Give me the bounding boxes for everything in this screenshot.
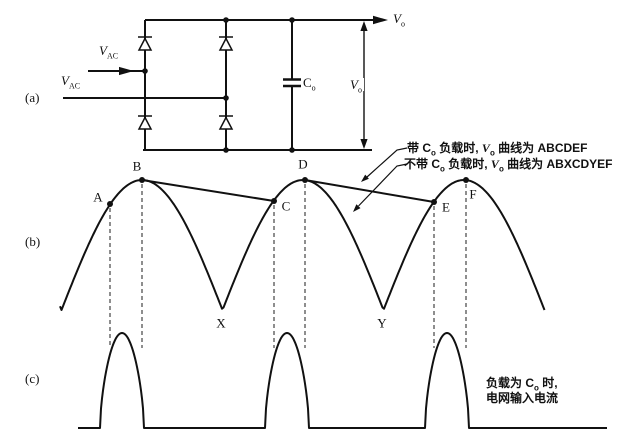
cap-symbol: C <box>303 75 312 90</box>
ann-current-sub: o <box>534 383 539 393</box>
point-dot-e <box>431 199 437 205</box>
ann-current-line-1: 负载为 Co 时, <box>486 376 558 393</box>
ann-with-text-3: 曲线为 ABCDEF <box>494 141 588 155</box>
vac-label-bottom: VAC <box>61 73 80 90</box>
diode-icon-bottom-left <box>137 115 153 130</box>
cap-subscript: o <box>311 83 316 93</box>
ann-with-v-symbol: V <box>481 141 490 155</box>
vac-label-top: VAC <box>99 43 118 60</box>
leader-arrowhead-without-co-icon <box>353 204 361 212</box>
input-current-pulse-curve <box>78 332 607 429</box>
ann-current-text-1: 负载为 C <box>486 376 535 390</box>
annotation-input-current: 负载为 Co 时, 电网输入电流 <box>486 376 558 406</box>
point-label-d: D <box>298 156 308 172</box>
point-dots <box>107 177 469 207</box>
bridge-rectifier-circuit <box>63 19 374 151</box>
annotation-leaders <box>353 147 408 212</box>
point-dot-b <box>139 177 145 183</box>
vo-out-subscript: o <box>400 19 405 29</box>
diode-icon-top-right <box>218 36 234 51</box>
vac-bottom-symbol: V <box>61 73 69 88</box>
capacitor-discharge-line-BC <box>141 179 275 202</box>
ann-current-text-2: 时, <box>538 376 558 390</box>
vo-span-symbol: V <box>350 77 358 92</box>
vo-output-arrowhead-icon <box>373 15 388 25</box>
capacitor-label: Co <box>303 75 316 92</box>
panel-label-a: (a) <box>25 90 40 105</box>
point-label-b: B <box>132 158 142 174</box>
vac-top-subscript: AC <box>106 51 119 61</box>
circuit-node-dots <box>142 17 295 153</box>
waveform-b-group <box>59 147 546 348</box>
capacitor-icon <box>283 20 301 150</box>
capacitor-discharge-line-DE <box>304 179 435 203</box>
ann-current-line-2: 电网输入电流 <box>486 391 559 405</box>
point-dot-c <box>271 198 277 204</box>
ac-input-arrowhead-icon <box>119 66 134 76</box>
vo-span-up-arrowhead-icon <box>360 21 368 31</box>
ann-with-sub-2: o <box>489 148 495 158</box>
arrowheads <box>119 15 388 149</box>
point-label-a: A <box>93 189 103 205</box>
panel-label-c: (c) <box>25 371 40 386</box>
diode-icon-top-left <box>137 36 153 51</box>
ann-with-text-2: 负载时, <box>435 141 482 155</box>
point-label-e: E <box>442 199 450 215</box>
point-label-c: C <box>281 198 291 214</box>
annotation-without-co: 不带 Co 负载时, Vo 曲线为 ABXCDYEF <box>404 157 613 174</box>
diode-icons <box>137 36 234 130</box>
dashed-guides <box>109 184 467 348</box>
ann-without-sub-2: o <box>498 164 504 174</box>
point-dot-f <box>463 177 469 183</box>
vo-span-down-arrowhead-icon <box>360 139 368 149</box>
ann-with-text-1: 带 C <box>407 141 432 155</box>
annotation-with-co: 带 Co 负载时, Vo 曲线为 ABCDEF <box>407 141 588 158</box>
ann-without-text-1: 不带 C <box>404 157 441 171</box>
ann-with-sub-1: o <box>431 148 436 158</box>
vo-span-label: Vo <box>348 77 364 94</box>
leader-arrowhead-with-co-icon <box>361 174 369 182</box>
valley-label-y: Y <box>377 315 387 331</box>
diode-icon-bottom-right <box>218 115 234 130</box>
vac-top-symbol: V <box>99 43 107 58</box>
leader-line-with-co <box>366 147 408 178</box>
point-dot-d <box>302 177 308 183</box>
vac-bottom-subscript: AC <box>68 81 81 91</box>
ann-without-v-symbol: V <box>490 157 499 171</box>
ann-without-text-3: 曲线为 ABXCDYEF <box>503 157 613 171</box>
vo-output-label: Vo <box>393 11 405 28</box>
point-label-f: F <box>469 186 477 202</box>
panel-label-b: (b) <box>25 234 41 249</box>
waveform-c-group <box>78 332 607 429</box>
ann-without-sub-1: o <box>440 164 445 174</box>
point-dot-a <box>107 201 113 207</box>
valley-label-x: X <box>216 315 226 331</box>
ann-without-text-2: 负载时, <box>444 157 491 171</box>
leader-line-without-co <box>358 163 408 207</box>
vo-span-subscript: o <box>357 85 362 95</box>
vo-out-symbol: V <box>393 11 401 26</box>
